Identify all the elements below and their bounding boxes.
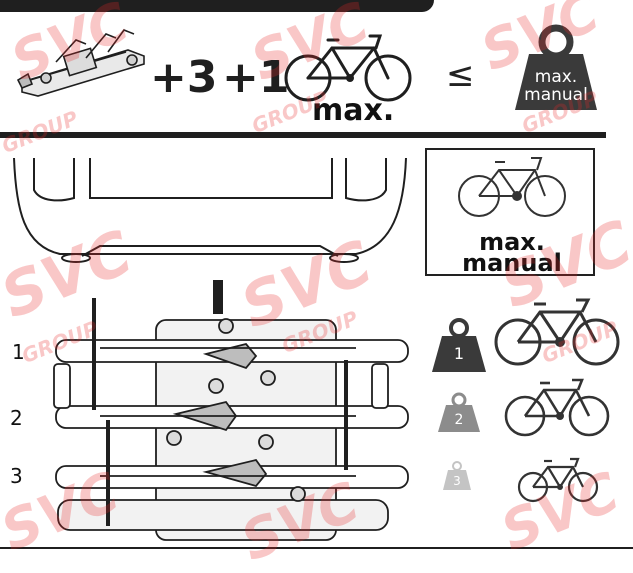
weight-icon-label: max. manual xyxy=(513,68,599,104)
plus-three-label: +3 xyxy=(150,56,217,100)
row-number-2: 2 xyxy=(10,408,23,428)
bicycle-small-icon xyxy=(516,456,600,504)
weight-heavy-label: 1 xyxy=(432,346,486,361)
row-number-1: 1 xyxy=(12,342,25,362)
section-divider xyxy=(0,132,606,138)
header-top-bar xyxy=(0,0,434,12)
bicycle-medium-icon xyxy=(504,376,610,438)
weight-label-bottom: manual xyxy=(513,86,599,104)
plus-one-label: +1 xyxy=(222,56,289,100)
max-manual-box: max. manual xyxy=(425,148,595,276)
less-or-equal-symbol: ≤ xyxy=(446,58,475,92)
weight-label-top: max. xyxy=(513,68,599,86)
max-label: max. xyxy=(312,96,394,126)
bicycle-icon xyxy=(457,152,567,222)
weight-medium-label: 2 xyxy=(438,413,480,428)
rack-illustration xyxy=(36,290,420,546)
row-number-3: 3 xyxy=(10,466,23,486)
max-manual-label: max. manual xyxy=(427,232,597,274)
max-manual-line2: manual xyxy=(427,253,597,274)
bike-carrier-icon xyxy=(16,22,156,100)
weight-light-label: 3 xyxy=(443,474,471,489)
bicycle-large-icon xyxy=(492,296,622,368)
